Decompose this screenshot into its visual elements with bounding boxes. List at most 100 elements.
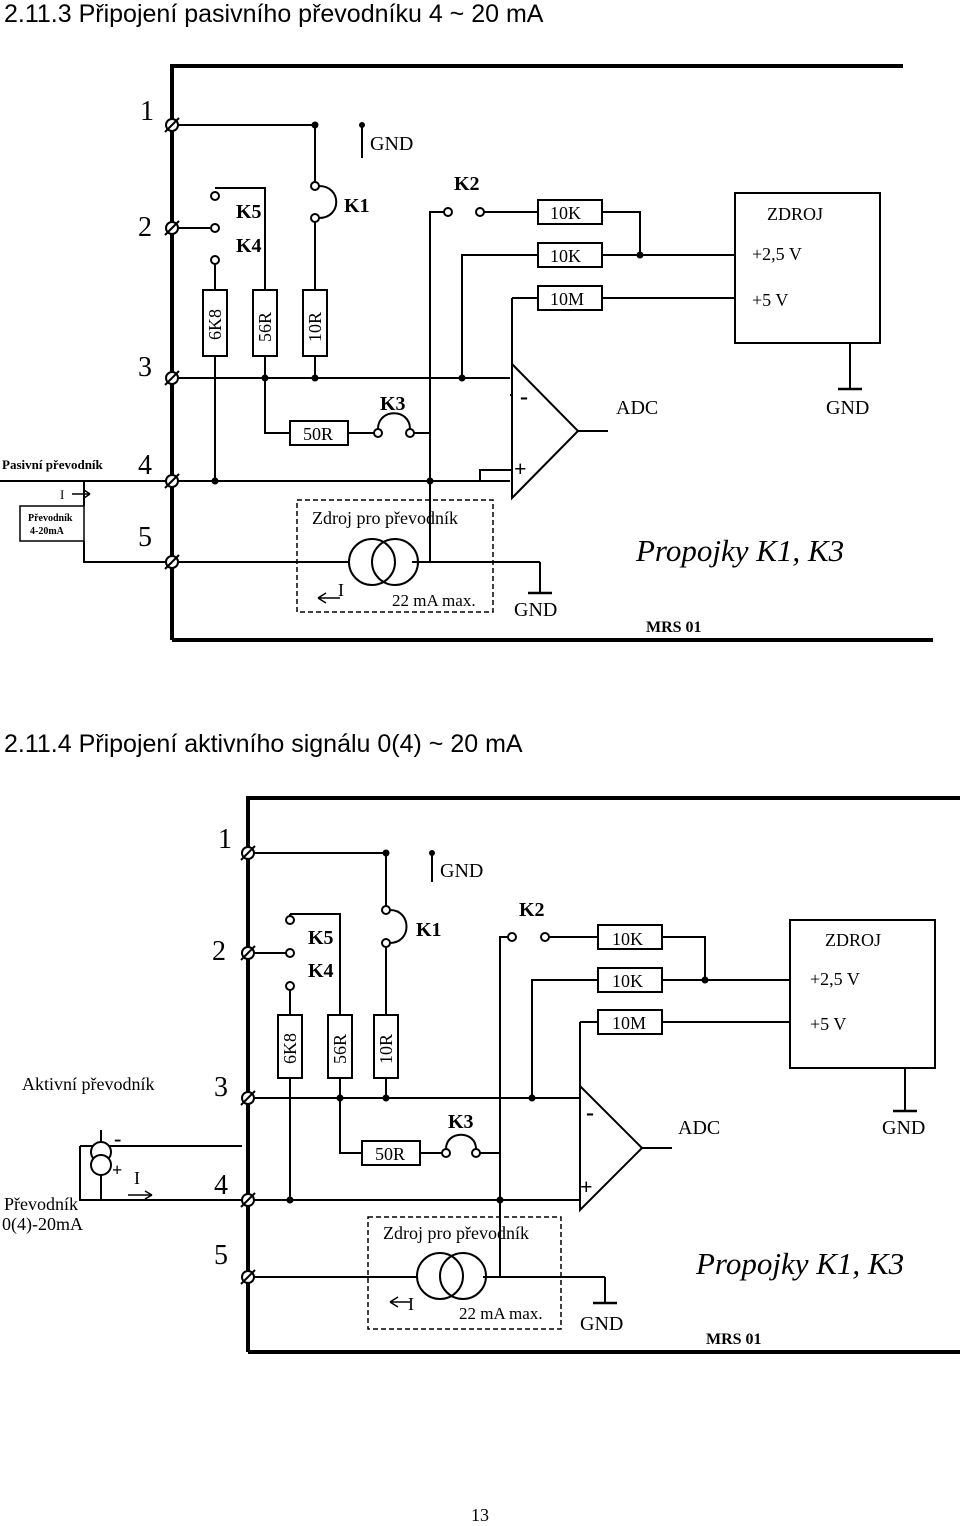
resistor-10k-a bbox=[597, 924, 663, 950]
gnd-zdroj-label: GND bbox=[826, 397, 869, 419]
k5-label: K5 bbox=[236, 201, 262, 223]
k4-label: K4 bbox=[308, 960, 334, 982]
jumper-k1 bbox=[310, 181, 338, 223]
resistor-50r bbox=[361, 1140, 421, 1166]
current-source-icon bbox=[416, 1252, 487, 1300]
terminal-1 bbox=[240, 845, 256, 861]
resistor-56r bbox=[252, 289, 278, 357]
zdroj-title: ZDROJ bbox=[767, 204, 823, 224]
r-10m-label: 10M bbox=[550, 289, 584, 309]
model-label: MRS 01 bbox=[646, 619, 702, 636]
jumper-k3 bbox=[441, 1133, 481, 1158]
resistor-56r bbox=[327, 1014, 353, 1079]
k4-label: K4 bbox=[236, 235, 262, 257]
external-title: Aktivní převodník bbox=[22, 1074, 155, 1094]
gnd-zdroj-label: GND bbox=[882, 1117, 925, 1139]
page-number: 13 bbox=[471, 1505, 489, 1525]
terminal-5 bbox=[164, 554, 180, 570]
zdroj-title: ZDROJ bbox=[825, 930, 881, 950]
k2-label: K2 bbox=[454, 173, 480, 195]
k1-label: K1 bbox=[344, 195, 370, 217]
external-current-label: I bbox=[134, 1168, 140, 1188]
r-50r-label: 50R bbox=[303, 424, 333, 444]
terminal-1-label: 1 bbox=[140, 96, 154, 127]
section-1-schematic: 1 2 3 4 5 K5 K4 K1 K2 K3 GND 6K8 56R 10R… bbox=[0, 64, 933, 642]
r-10k-b-label: 10K bbox=[612, 971, 643, 991]
terminal-4 bbox=[164, 473, 180, 489]
source-current-label: I bbox=[408, 1294, 414, 1314]
resistor-10r bbox=[373, 1014, 399, 1079]
opamp bbox=[579, 1083, 644, 1213]
current-arrow-icon bbox=[317, 592, 340, 604]
jumper-k4 bbox=[285, 981, 295, 991]
r-50r-label: 50R bbox=[375, 1144, 405, 1164]
zdroj-5v: +5 V bbox=[752, 290, 788, 310]
opamp-plus: + bbox=[580, 1174, 593, 1199]
r-10k-a-label: 10K bbox=[550, 203, 581, 223]
external-plus: + bbox=[112, 1160, 122, 1180]
terminal-5-label: 5 bbox=[214, 1240, 228, 1271]
section-2-schematic: 1 2 3 4 5 K5 K4 K1 K2 K3 GND 6K8 56R 10R… bbox=[2, 796, 960, 1354]
r-10k-a-label: 10K bbox=[612, 929, 643, 949]
current-source-icon bbox=[348, 538, 419, 586]
k3-label: K3 bbox=[448, 1111, 474, 1133]
source-title: Zdroj pro převodník bbox=[312, 508, 458, 528]
terminal-3-label: 3 bbox=[138, 352, 152, 383]
terminal-2-label: 2 bbox=[212, 936, 226, 967]
r-10k-b-label: 10K bbox=[550, 246, 581, 266]
terminal-2 bbox=[164, 220, 180, 236]
opamp bbox=[511, 361, 580, 501]
section-1-heading: 2.11.3 Připojení pasivního převodníku 4 … bbox=[4, 0, 544, 28]
zdroj-block bbox=[789, 919, 936, 1069]
zdroj-5v: +5 V bbox=[810, 1014, 846, 1034]
zdroj-25v: +2,5 V bbox=[810, 969, 860, 989]
gnd-source-label: GND bbox=[514, 599, 557, 621]
gnd-source-label: GND bbox=[580, 1313, 623, 1335]
resistor-10k-a bbox=[537, 199, 603, 225]
external-box-line2: 0(4)-20mA bbox=[2, 1214, 83, 1235]
zdroj-block bbox=[734, 192, 881, 344]
resistor-6k8 bbox=[202, 289, 228, 357]
jumper-k4-contact-top bbox=[285, 948, 295, 958]
resistor-10m bbox=[537, 285, 603, 311]
adc-label: ADC bbox=[678, 1117, 720, 1139]
external-transducer-box bbox=[19, 505, 85, 542]
source-box bbox=[367, 1216, 562, 1330]
r-56r-label: 56R bbox=[255, 312, 275, 342]
model-label: MRS 01 bbox=[706, 1331, 762, 1348]
terminal-1 bbox=[164, 117, 180, 133]
jumper-k4 bbox=[210, 255, 220, 265]
opamp-plus: + bbox=[514, 456, 527, 481]
resistor-50r bbox=[289, 420, 349, 446]
source-max-label: 22 mA max. bbox=[392, 591, 476, 610]
external-box-line1: Převodník bbox=[4, 1194, 78, 1214]
terminal-3 bbox=[164, 370, 180, 386]
section-2-heading: 2.11.4 Připojení aktivního signálu 0(4) … bbox=[4, 730, 523, 758]
terminal-3-label: 3 bbox=[214, 1072, 228, 1103]
external-source-icon bbox=[90, 1141, 112, 1176]
opamp-minus: - bbox=[520, 384, 528, 410]
gnd-top-label: GND bbox=[440, 860, 483, 882]
source-box bbox=[296, 499, 494, 613]
adc-label: ADC bbox=[616, 397, 658, 419]
terminal-1-label: 1 bbox=[218, 824, 232, 855]
jumper-k1 bbox=[381, 905, 408, 948]
propojky-note: Propojky K1, K3 bbox=[635, 533, 844, 568]
terminal-4-label: 4 bbox=[138, 450, 152, 481]
device-border bbox=[170, 64, 903, 640]
jumper-k3 bbox=[373, 412, 415, 438]
resistor-10k-b bbox=[597, 967, 663, 993]
external-title: Pasivní převodník bbox=[2, 457, 104, 472]
external-current-arrow-icon bbox=[72, 489, 91, 499]
resistor-6k8 bbox=[277, 1014, 303, 1079]
terminal-4-label: 4 bbox=[214, 1170, 228, 1201]
external-minus: - bbox=[114, 1126, 121, 1151]
r-6k8-label: 6K8 bbox=[205, 309, 225, 340]
zdroj-25v: +2,5 V bbox=[752, 244, 802, 264]
resistor-10m bbox=[597, 1009, 663, 1035]
resistor-10r bbox=[302, 289, 328, 357]
k5-label: K5 bbox=[308, 927, 334, 949]
terminal-5-label: 5 bbox=[138, 522, 152, 553]
terminal-3 bbox=[240, 1090, 256, 1106]
jumper-k2 bbox=[443, 207, 485, 217]
